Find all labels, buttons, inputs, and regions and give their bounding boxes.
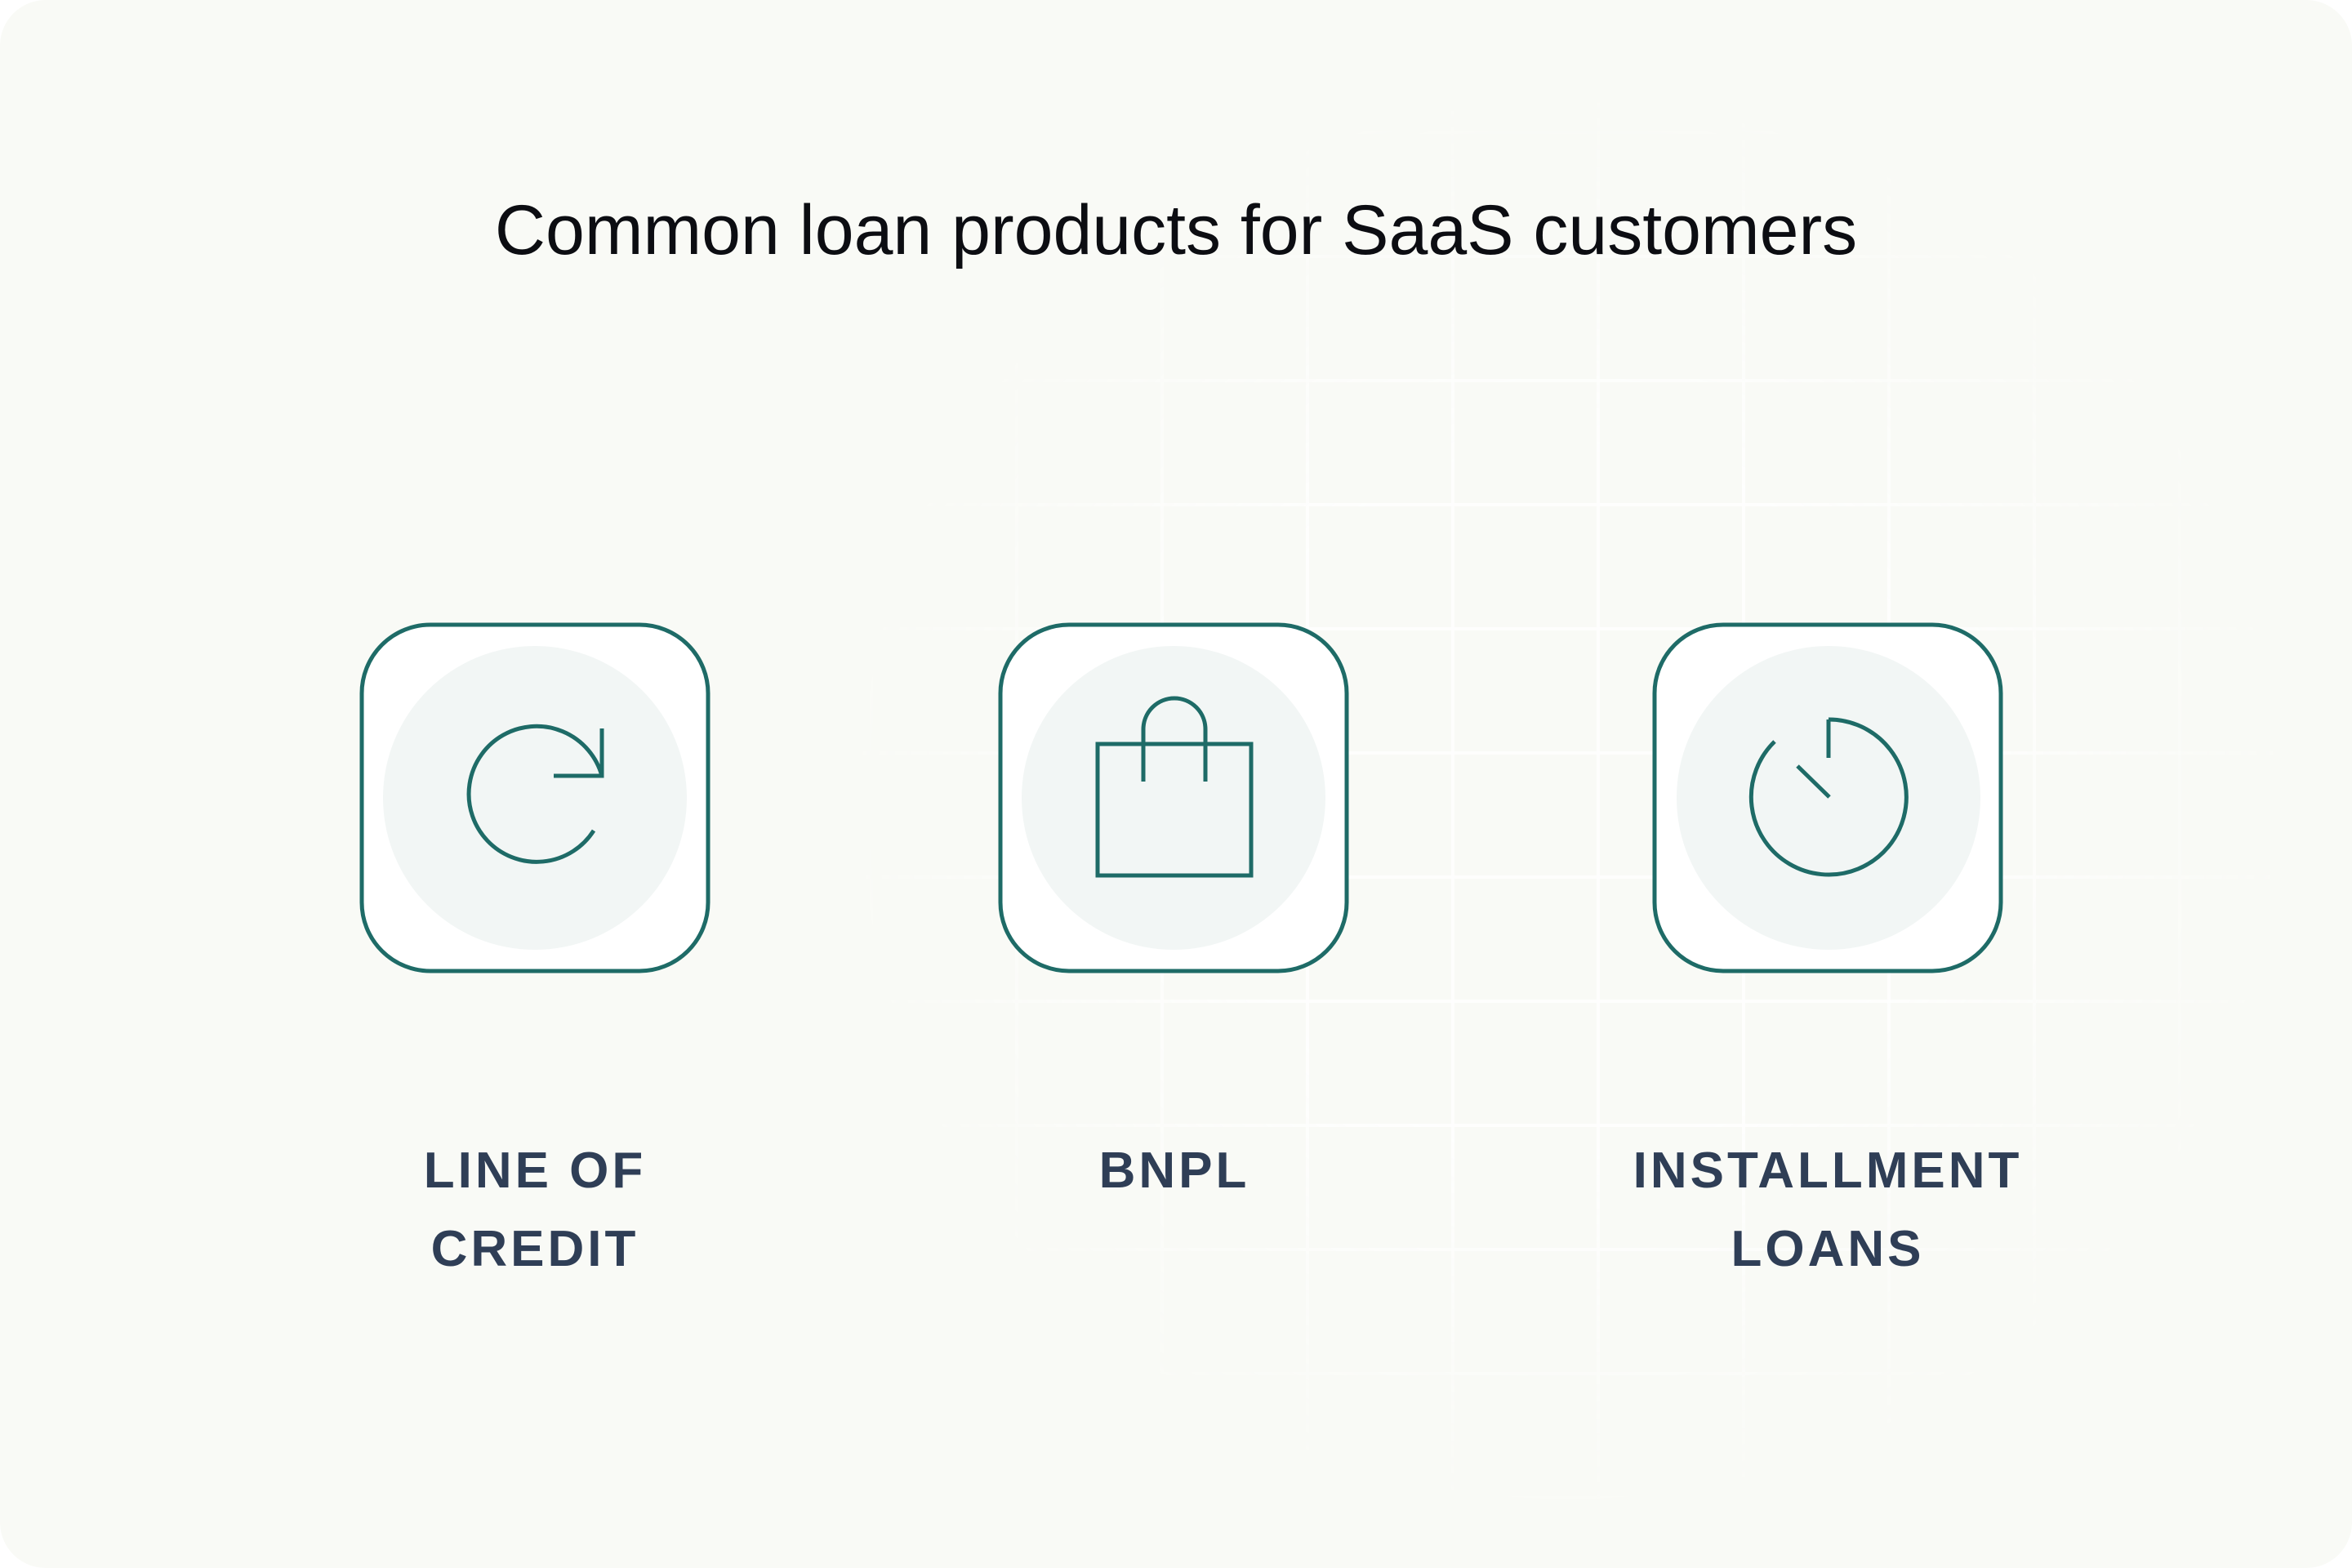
product-label-installment-loans: INSTALLMENT LOANS [1583, 1132, 2073, 1289]
label-line: INSTALLMENT [1633, 1143, 2023, 1199]
page-title: Common loan products for SaaS customers [494, 191, 1858, 270]
refresh-icon [359, 622, 710, 973]
label-line: LOANS [1731, 1221, 1925, 1277]
product-label-bnpl: BNPL [929, 1132, 1419, 1210]
product-card-installment-loans [1652, 622, 2003, 973]
product-label-line-of-credit: LINE OF CREDIT [290, 1132, 780, 1289]
product-card-bnpl [998, 622, 1349, 973]
product-card-line-of-credit [359, 622, 710, 973]
timer-icon [1652, 622, 2003, 973]
label-line: BNPL [1098, 1143, 1250, 1199]
shopping-bag-icon [998, 622, 1349, 973]
label-line: CREDIT [430, 1221, 639, 1277]
label-line: LINE OF [423, 1143, 647, 1199]
